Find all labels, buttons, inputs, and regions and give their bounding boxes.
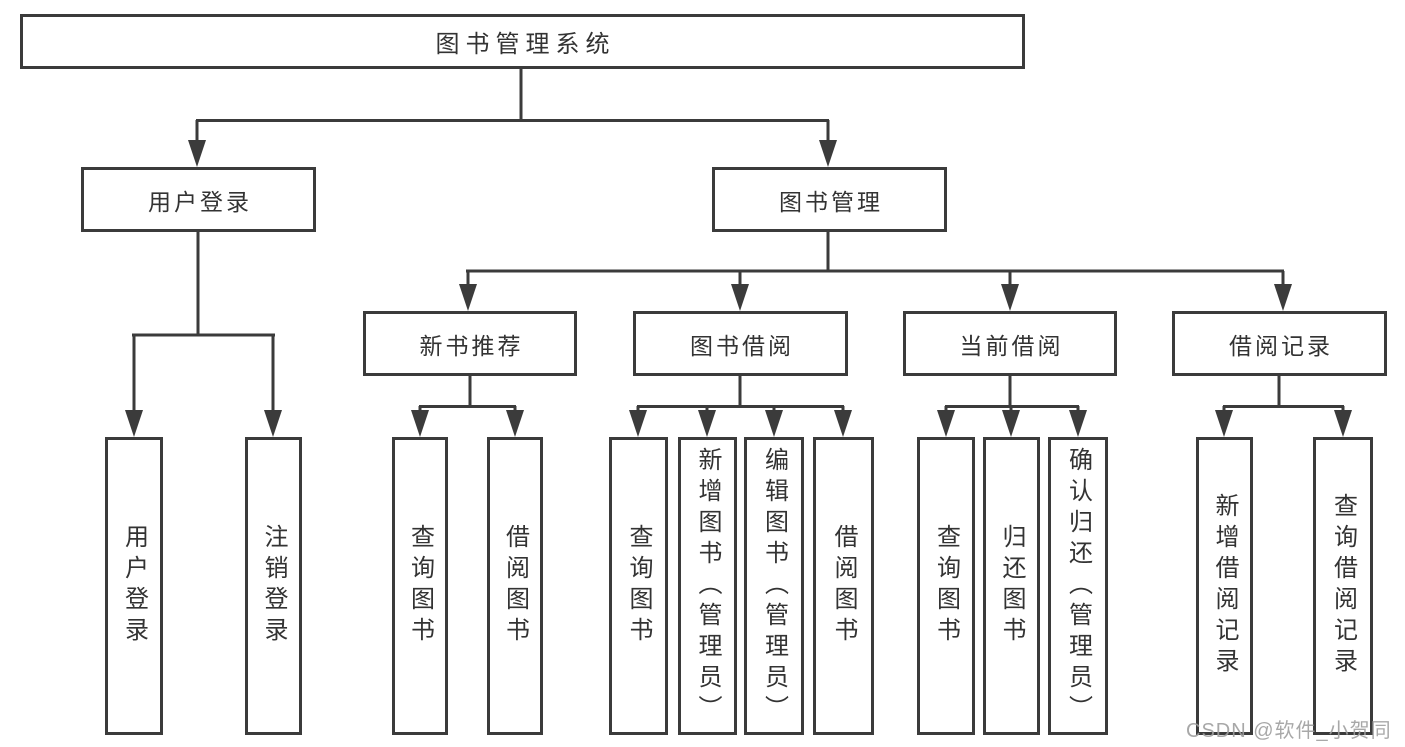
leaf-add-books-admin: 新增图书（管理员）	[678, 437, 737, 735]
node-current-borrowing: 当前借阅	[903, 311, 1117, 376]
leaf-query-books-recommend: 查询图书	[392, 437, 448, 735]
leaf-user-login: 用户登录	[105, 437, 163, 735]
leaf-borrow-books: 借阅图书	[813, 437, 874, 735]
node-library-system: 图书管理系统	[20, 14, 1025, 69]
node-user-login: 用户登录	[81, 167, 316, 232]
watermark: CSDN @软件_小贺同学	[1186, 720, 1392, 742]
leaf-return-books: 归还图书	[983, 437, 1040, 735]
leaf-logout: 注销登录	[245, 437, 302, 735]
node-book-management: 图书管理	[712, 167, 947, 232]
leaf-borrow-books-recommend: 借阅图书	[487, 437, 543, 735]
node-borrowing-records: 借阅记录	[1172, 311, 1387, 376]
leaf-confirm-return-admin: 确认归还（管理员）	[1048, 437, 1108, 735]
leaf-edit-books-admin: 编辑图书（管理员）	[744, 437, 804, 735]
leaf-add-borrow-record: 新增借阅记录	[1196, 437, 1253, 735]
leaf-query-books-borrowing: 查询图书	[609, 437, 668, 735]
node-book-borrowing: 图书借阅	[633, 311, 848, 376]
node-new-book-recommendation: 新书推荐	[363, 311, 577, 376]
leaf-query-books-current: 查询图书	[917, 437, 975, 735]
leaf-query-borrow-record: 查询借阅记录	[1313, 437, 1373, 735]
